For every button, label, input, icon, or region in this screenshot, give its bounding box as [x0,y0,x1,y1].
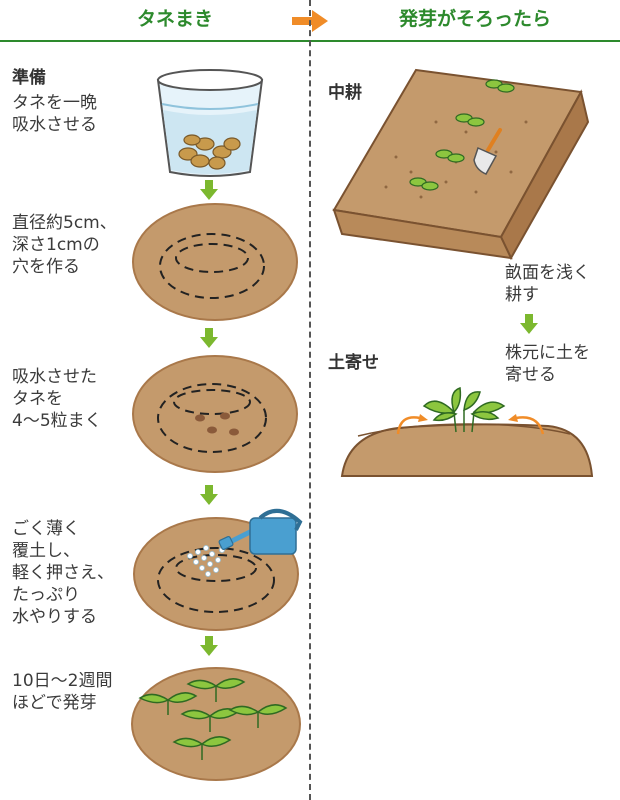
cultivate-title: 中耕 [328,83,362,103]
sown-seeds-illustration [132,355,298,473]
plant-icon [422,386,506,433]
down-arrow-icon [200,328,218,348]
sprout-icon [409,79,515,191]
right-column-title: 発芽がそろったら [398,8,551,30]
step-sow-text: 吸水させた タネを 4～5粒まく [12,367,102,431]
sprout-icon [138,678,288,760]
sprouts-illustration [131,667,301,781]
planting-hole-illustration [132,203,298,321]
down-arrow-icon [520,314,538,334]
seed-icon [178,134,241,170]
seed-icon [195,412,239,436]
step-water-text: ごく薄く 覆土し、 軽く押さえ、 たっぷり 水やりする [12,519,114,627]
column-divider [309,0,311,800]
hilling-title: 土寄せ [328,353,379,373]
down-arrow-icon [200,180,218,200]
step-germinate-text: 10日～2週間 ほどで発芽 [12,671,113,713]
left-column-title: タネまき [136,8,213,30]
trowel-icon [473,128,502,175]
hilling-illustration [340,386,594,477]
hilling-note: 株元に土を 寄せる [505,343,590,385]
step-soak-text: タネを一晩 吸水させる [12,93,97,135]
down-arrow-icon [200,636,218,656]
watering-can-icon [218,509,303,555]
down-arrow-icon [200,485,218,505]
prep-title: 準備 [12,68,46,88]
step-hole-text: 直径約5cm、 深さ1cmの 穴を作る [12,213,117,277]
cultivate-note: 畝面を浅く 耕す [505,263,590,305]
water-glass-illustration [156,69,264,177]
raised-bed-illustration [332,68,590,261]
watering-illustration [133,509,303,631]
